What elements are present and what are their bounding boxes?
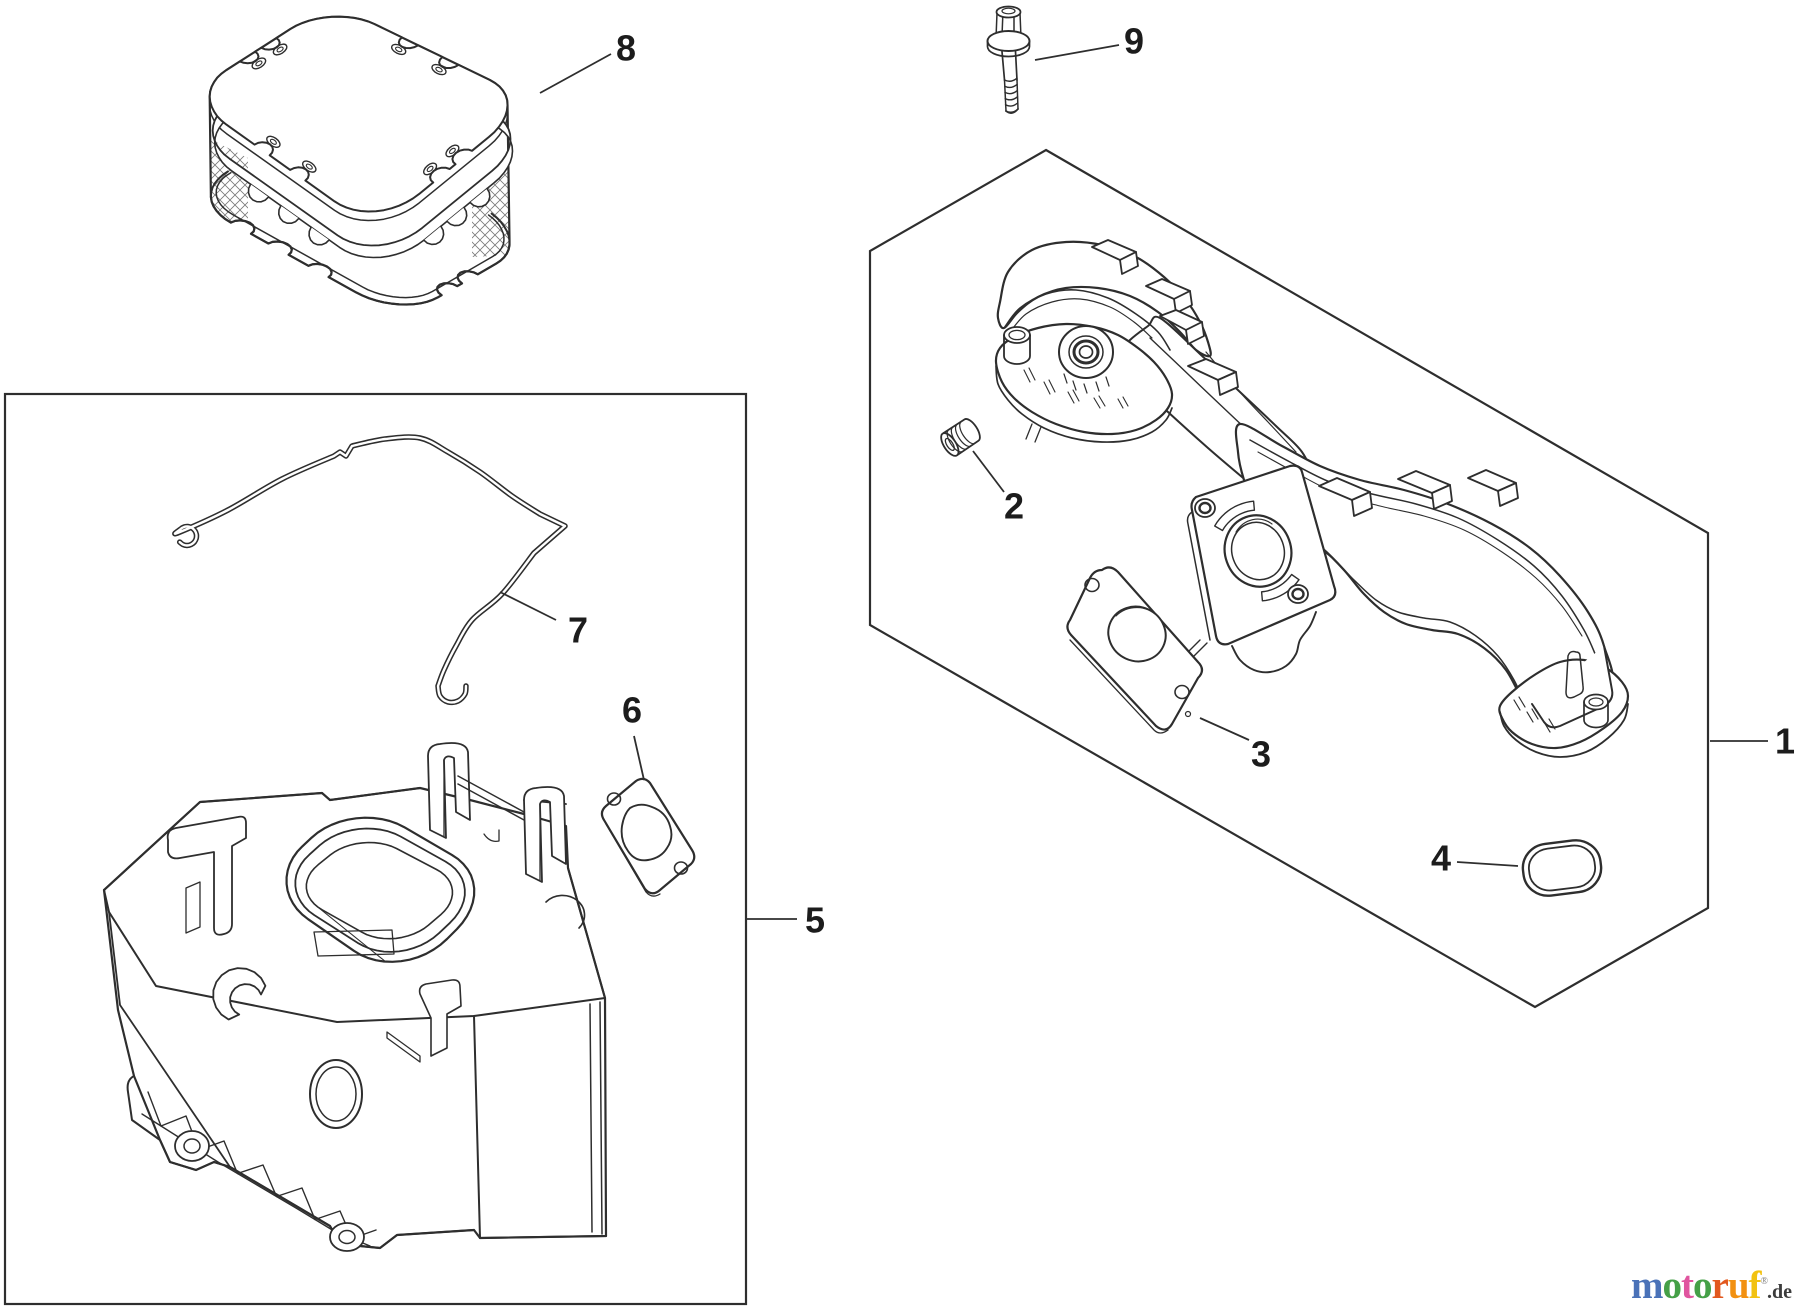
callout-9-label: 9 xyxy=(1124,21,1144,62)
watermark-letter: m xyxy=(1631,1264,1663,1307)
carb-flange xyxy=(1185,464,1337,658)
callout-1-label: 1 xyxy=(1775,721,1795,762)
carb-gasket xyxy=(600,777,696,897)
manifold-gasket xyxy=(1066,566,1204,734)
callout-2-label: 2 xyxy=(1004,486,1024,527)
watermark-letter: o xyxy=(1662,1264,1682,1307)
flange-bolt xyxy=(986,5,1031,114)
air-cleaner-base xyxy=(102,742,608,1252)
callout-3-leader xyxy=(1199,717,1250,741)
callout-8-leader xyxy=(539,53,612,94)
motoruf-watermark: motoruf®.de xyxy=(1631,1266,1792,1305)
watermark-registered-mark: ® xyxy=(1760,1276,1769,1287)
watermark-letter: u xyxy=(1727,1264,1750,1307)
callout-5-label: 5 xyxy=(805,900,825,941)
watermark-letter: f xyxy=(1748,1264,1762,1307)
callout-3-label: 3 xyxy=(1251,734,1271,775)
callout-8-label: 8 xyxy=(616,28,636,69)
callout-4-leader xyxy=(1456,861,1519,867)
callout-7-label: 7 xyxy=(568,610,588,651)
group-box-1 xyxy=(868,148,1710,1009)
intake-manifold xyxy=(994,239,1630,758)
watermark-letter: o xyxy=(1693,1264,1712,1307)
set-screw xyxy=(940,418,981,457)
callout-7-leader xyxy=(499,591,557,621)
wire-retainer xyxy=(175,437,565,702)
rectangle-outline xyxy=(3,392,748,1306)
callout-9-leader xyxy=(1034,44,1120,61)
hexagon-outline xyxy=(868,148,1710,1009)
callout-4-label: 4 xyxy=(1431,838,1451,879)
watermark-letter: r xyxy=(1711,1264,1729,1307)
callout-6-label: 6 xyxy=(622,690,642,731)
group-box-5 xyxy=(3,392,748,1306)
air-filter-element xyxy=(208,15,514,306)
o-ring-seal xyxy=(1521,839,1603,897)
callout-6-leader xyxy=(633,735,645,781)
watermark-domain-suffix: .de xyxy=(1767,1281,1792,1303)
callout-2-leader xyxy=(972,450,1005,493)
watermark-letter: t xyxy=(1681,1264,1694,1307)
